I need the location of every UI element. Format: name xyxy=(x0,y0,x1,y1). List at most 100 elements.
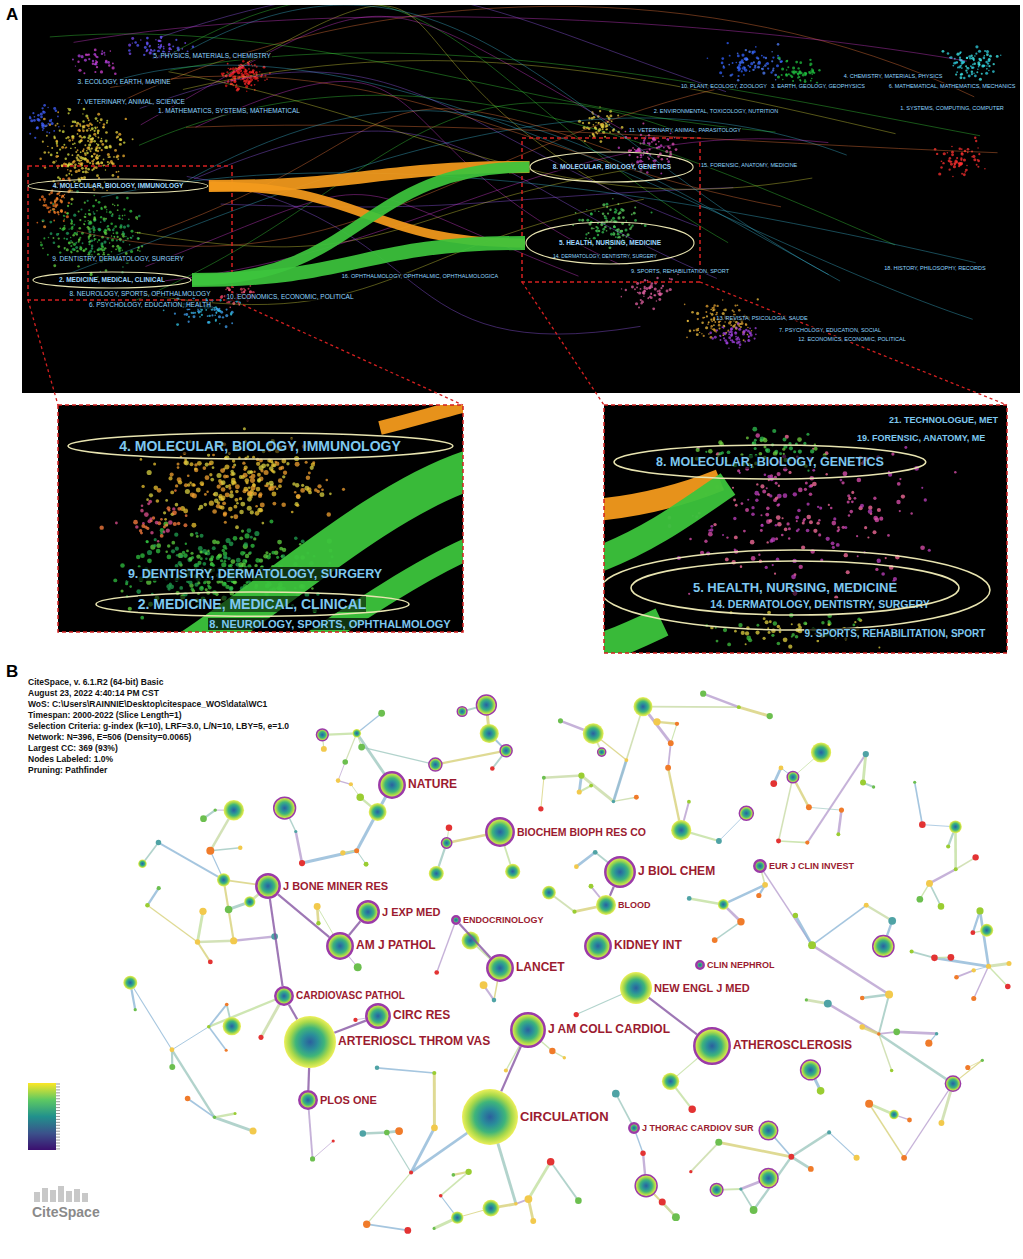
publication-dot xyxy=(644,224,647,227)
zoom-leader xyxy=(28,300,58,405)
publication-dot xyxy=(73,249,75,251)
publication-dot xyxy=(612,217,615,220)
publication-dot xyxy=(613,233,616,236)
publication-dot xyxy=(146,37,149,40)
publication-dot xyxy=(122,241,124,243)
publication-dot xyxy=(143,54,145,56)
publication-dot xyxy=(732,62,734,64)
publication-dot xyxy=(781,67,784,70)
publication-dot xyxy=(761,68,764,71)
publication-dot xyxy=(104,205,107,208)
publication-dot xyxy=(748,335,750,337)
publication-dot xyxy=(64,194,65,195)
publication-dot xyxy=(960,163,963,166)
publication-dot xyxy=(649,286,652,289)
publication-dot xyxy=(98,228,101,231)
publication-dot xyxy=(63,220,65,222)
publication-dot xyxy=(745,49,747,51)
publication-dot xyxy=(91,228,93,230)
publication-dot xyxy=(123,233,125,235)
publication-dot xyxy=(644,290,646,292)
publication-dot xyxy=(241,72,242,73)
publication-dot xyxy=(40,112,43,115)
publication-dot xyxy=(77,133,79,135)
publication-dot xyxy=(988,59,991,62)
publication-dot xyxy=(97,132,99,134)
publication-dot xyxy=(116,196,119,199)
publication-dot xyxy=(718,328,720,330)
publication-dot xyxy=(54,205,57,208)
publication-dot xyxy=(792,80,794,82)
publication-dot xyxy=(612,198,613,199)
publication-dot xyxy=(604,226,607,229)
publication-dot xyxy=(188,309,190,311)
publication-dot xyxy=(615,236,617,238)
publication-dot xyxy=(72,161,75,164)
publication-dot xyxy=(988,70,989,71)
publication-dot xyxy=(73,160,75,162)
publication-dot xyxy=(953,165,956,168)
publication-dot xyxy=(196,487,201,492)
publication-dot xyxy=(230,516,233,519)
publication-dot xyxy=(738,347,740,349)
publication-dot xyxy=(342,488,345,491)
publication-dot xyxy=(99,155,101,157)
publication-dot xyxy=(219,323,221,325)
publication-dot xyxy=(76,250,78,252)
publication-dot xyxy=(730,327,733,330)
publication-dot xyxy=(92,60,94,62)
publication-dot xyxy=(113,236,115,238)
publication-dot xyxy=(47,146,48,147)
publication-dot xyxy=(706,305,709,308)
publication-dot xyxy=(711,321,713,323)
citation-curve xyxy=(74,17,967,61)
publication-dot xyxy=(43,104,46,107)
publication-dot xyxy=(809,62,812,65)
publication-dot xyxy=(109,211,112,214)
publication-dot xyxy=(39,158,41,160)
publication-dot xyxy=(581,219,584,222)
publication-dot xyxy=(42,141,44,143)
publication-dot xyxy=(49,132,51,134)
publication-dot xyxy=(687,320,689,322)
publication-dot xyxy=(240,70,242,72)
publication-dot xyxy=(962,61,965,64)
publication-dot xyxy=(226,71,228,73)
publication-dot xyxy=(770,71,772,73)
publication-dot xyxy=(37,114,39,116)
publication-dot xyxy=(233,505,237,509)
publication-dot xyxy=(72,58,74,60)
publication-dot xyxy=(255,505,258,508)
publication-dot xyxy=(55,125,57,127)
publication-dot xyxy=(728,321,731,324)
publication-dot xyxy=(327,512,331,516)
publication-dot xyxy=(754,66,757,69)
publication-dot xyxy=(216,311,218,313)
publication-dot xyxy=(975,140,977,142)
publication-dot xyxy=(971,57,974,60)
publication-dot xyxy=(64,225,66,227)
publication-dot xyxy=(611,120,613,122)
publication-dot xyxy=(93,231,95,233)
publication-dot xyxy=(230,68,232,70)
publication-dot xyxy=(973,72,974,73)
publication-dot xyxy=(114,236,116,238)
publication-dot xyxy=(160,45,162,47)
publication-dot xyxy=(111,251,113,253)
publication-dot xyxy=(71,198,74,201)
publication-dot xyxy=(191,523,196,528)
publication-dot xyxy=(800,80,802,82)
publication-dot xyxy=(216,307,218,309)
publication-dot xyxy=(617,233,620,236)
publication-dot xyxy=(70,147,72,149)
publication-dot xyxy=(80,177,82,179)
publication-dot xyxy=(95,135,96,136)
citation-curve xyxy=(140,72,698,226)
publication-dot xyxy=(617,216,620,219)
publication-dot xyxy=(51,119,52,120)
publication-dot xyxy=(42,129,44,131)
publication-dot xyxy=(103,240,106,243)
publication-dot xyxy=(147,470,152,475)
publication-dot xyxy=(634,206,636,208)
publication-dot xyxy=(111,235,112,236)
